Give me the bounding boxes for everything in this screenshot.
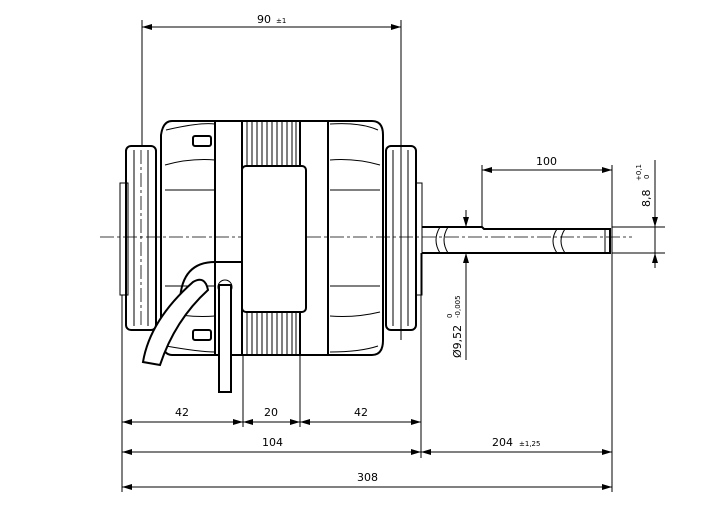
lamination-stack [241,120,307,356]
dim-overall-length: 308 [357,471,378,484]
dim-shaft-diameter: Ø9,52 0 -0,005 [446,295,464,358]
shaft [422,226,611,254]
svg-text:-0,005: -0,005 [454,295,462,318]
dimension-lines [122,24,658,490]
svg-text:8,8: 8,8 [640,190,653,208]
right-flange [385,145,423,331]
dim-flange-width: 90±1 [257,13,286,26]
dim-left-section: 42 [175,406,189,419]
dim-center-section: 20 [264,406,278,419]
svg-text:0: 0 [446,314,454,318]
dim-right-section: 42 [354,406,368,419]
motor-body [160,120,384,356]
svg-text:0: 0 [643,175,651,179]
dim-shaft-flat-height: 8,8 +0,1 0 [635,164,653,207]
dim-shaft-flat-length: 100 [536,155,557,168]
svg-text:+0,1: +0,1 [635,164,643,181]
power-cables [141,261,242,393]
svg-text:Ø9,52: Ø9,52 [451,325,464,358]
extension-lines [121,20,665,492]
dim-shaft-length: 204±1,25 [492,436,540,449]
dim-motor-length: 104 [262,436,283,449]
left-flange [119,145,157,331]
